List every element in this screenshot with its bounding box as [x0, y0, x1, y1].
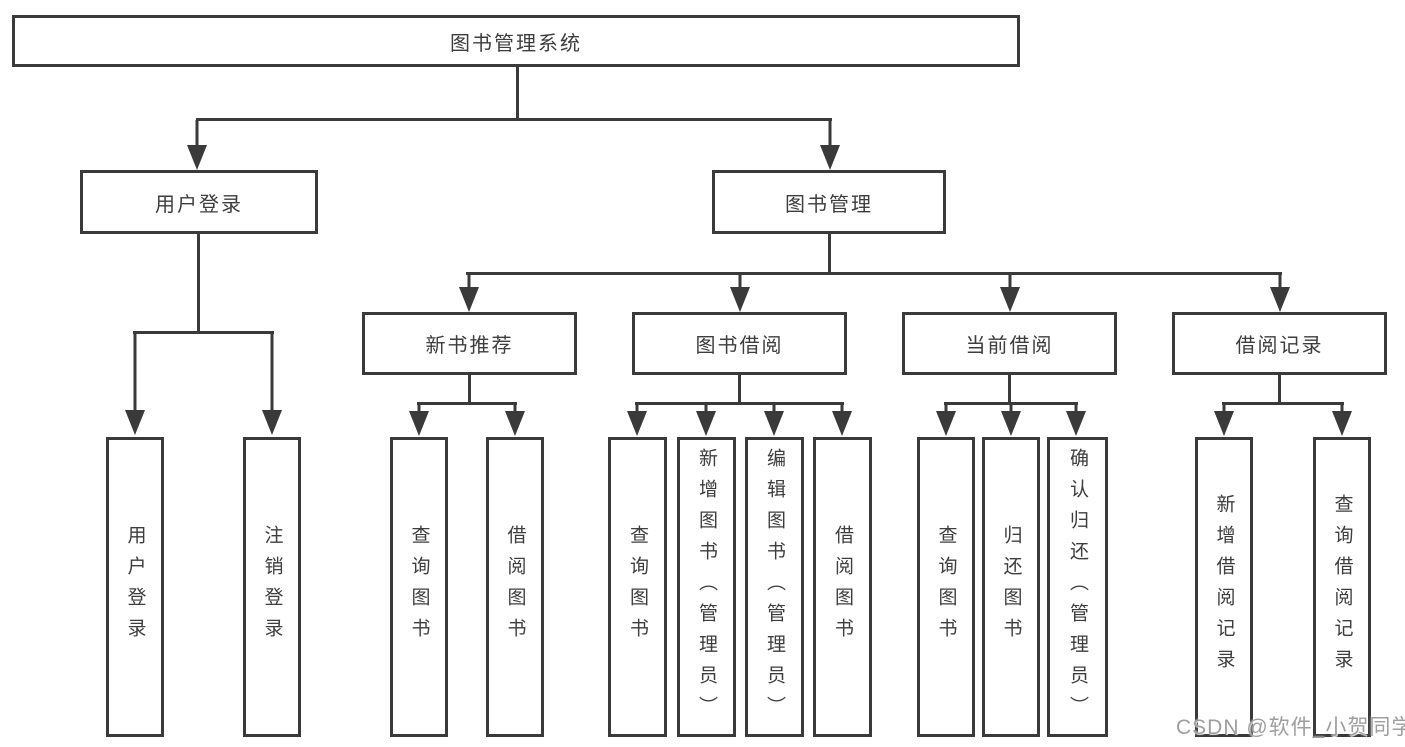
- leaf-borrowing-borrow-books: 借阅图书: [813, 437, 872, 737]
- arrow-down-icon: [936, 404, 956, 436]
- arrow-down-icon: [696, 404, 716, 436]
- node-root-label: 图书管理系统: [450, 32, 582, 55]
- leaf-borrowing-query-books-label: 查询图书: [627, 525, 648, 649]
- connector-branch-book-management: [466, 272, 1282, 275]
- leaf-return-books-label: 归还图书: [1000, 525, 1022, 649]
- leaf-add-borrow-record-label: 新增借阅记录: [1213, 494, 1235, 680]
- node-book-management-label: 图书管理: [785, 193, 873, 216]
- connector-branch-borrowing-records: [1222, 402, 1344, 405]
- node-user-login: 用户登录: [80, 170, 318, 234]
- node-book-borrowing-label: 图书借阅: [695, 335, 784, 357]
- node-book-management: 图书管理: [712, 170, 946, 234]
- node-new-book-recommend: 新书推荐: [362, 312, 577, 375]
- connector-stem-book-management: [828, 232, 831, 275]
- node-user-login-label: 用户登录: [155, 193, 243, 216]
- connector-branch-root: [196, 118, 832, 121]
- connector-stem-new-book-recommend: [468, 373, 471, 405]
- leaf-logout: 注销登录: [243, 437, 301, 737]
- leaf-borrowing-borrow-books-label: 借阅图书: [832, 525, 853, 649]
- arrow-down-icon: [1000, 274, 1020, 312]
- connector-stem-user-login: [197, 232, 200, 334]
- arrow-down-icon: [459, 274, 479, 312]
- node-new-book-recommend-label: 新书推荐: [425, 335, 514, 357]
- leaf-add-books-admin-label: 新增图书（管理员）: [696, 447, 717, 727]
- connector-branch-new-book-recommend: [417, 402, 517, 405]
- arrow-down-icon: [730, 274, 750, 312]
- arrow-down-icon: [1214, 404, 1234, 436]
- arrow-down-icon: [820, 120, 840, 170]
- arrow-down-icon: [1001, 404, 1021, 436]
- connector-stem-book-borrowing: [738, 373, 741, 405]
- leaf-recommend-borrow-books-label: 借阅图书: [504, 525, 526, 649]
- arrow-down-icon: [505, 404, 525, 436]
- arrow-down-icon: [409, 404, 429, 436]
- leaf-confirm-return-admin-label: 确认归还（管理员）: [1067, 447, 1088, 727]
- arrow-down-icon: [1270, 274, 1290, 312]
- node-book-borrowing: 图书借阅: [632, 312, 847, 375]
- node-current-borrowing: 当前借阅: [902, 312, 1117, 375]
- leaf-user-login-label: 用户登录: [124, 525, 146, 649]
- node-borrowing-records: 借阅记录: [1172, 312, 1387, 375]
- connector-stem-current-borrowing: [1008, 373, 1011, 405]
- leaf-recommend-query-books: 查询图书: [390, 437, 448, 737]
- leaf-current-query-books: 查询图书: [917, 437, 975, 737]
- leaf-borrowing-query-books: 查询图书: [608, 437, 667, 737]
- leaf-recommend-borrow-books: 借阅图书: [486, 437, 544, 737]
- leaf-confirm-return-admin: 确认归还（管理员）: [1047, 437, 1108, 737]
- leaf-current-query-books-label: 查询图书: [935, 525, 957, 649]
- arrow-down-icon: [1066, 404, 1086, 436]
- connector-branch-book-borrowing: [635, 402, 844, 405]
- arrow-down-icon: [832, 404, 852, 436]
- leaf-edit-books-admin: 编辑图书（管理员）: [745, 437, 804, 737]
- leaf-edit-books-admin-label: 编辑图书（管理员）: [764, 447, 785, 727]
- arrow-down-icon: [125, 333, 145, 435]
- node-borrowing-records-label: 借阅记录: [1235, 335, 1324, 357]
- connector-branch-current-borrowing: [944, 402, 1078, 405]
- arrow-down-icon: [187, 120, 207, 170]
- arrow-down-icon: [627, 404, 647, 436]
- connector-stem-root: [516, 64, 519, 120]
- arrow-down-icon: [764, 404, 784, 436]
- leaf-add-borrow-record: 新增借阅记录: [1195, 437, 1253, 737]
- leaf-query-borrow-record-label: 查询借阅记录: [1331, 494, 1353, 680]
- leaf-recommend-query-books-label: 查询图书: [408, 525, 430, 649]
- node-root: 图书管理系统: [12, 15, 1020, 67]
- csdn-watermark: CSDN @软件_小贺同学: [1176, 716, 1405, 739]
- arrow-down-icon: [262, 333, 282, 435]
- node-current-borrowing-label: 当前借阅: [965, 335, 1054, 357]
- connector-branch-user-login: [133, 331, 274, 334]
- connector-stem-borrowing-records: [1278, 373, 1281, 405]
- leaf-query-borrow-record: 查询借阅记录: [1313, 437, 1371, 737]
- leaf-add-books-admin: 新增图书（管理员）: [677, 437, 736, 737]
- leaf-user-login: 用户登录: [106, 437, 164, 737]
- leaf-return-books: 归还图书: [982, 437, 1040, 737]
- leaf-logout-label: 注销登录: [261, 525, 283, 649]
- arrow-down-icon: [1332, 404, 1352, 436]
